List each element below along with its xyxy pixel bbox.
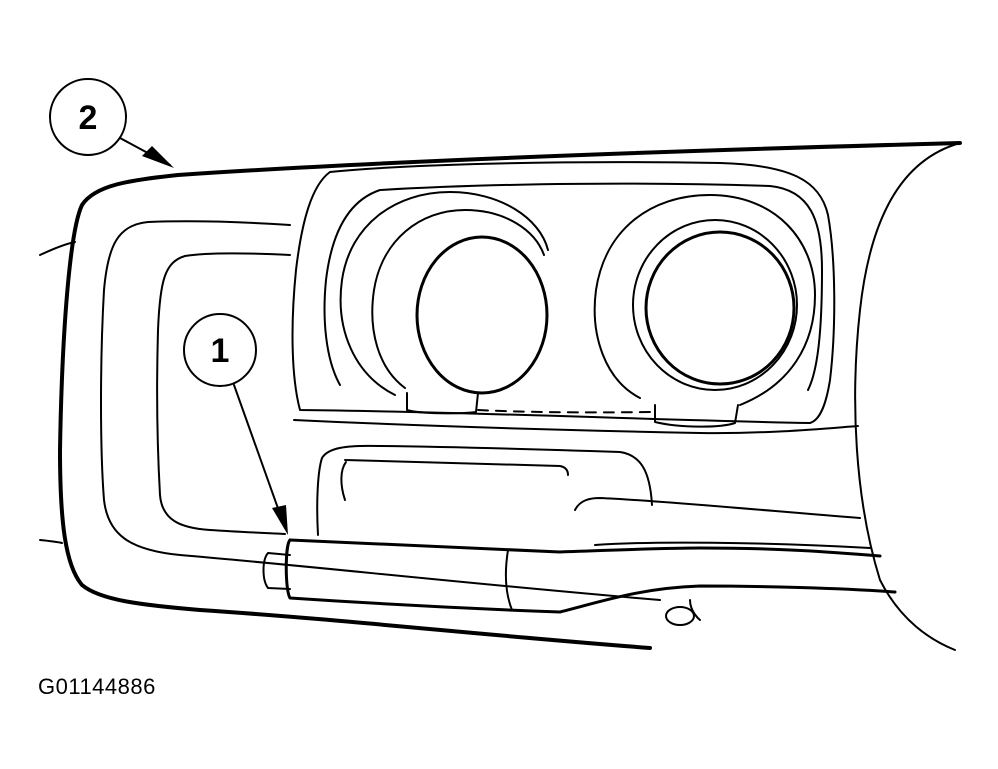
parking-brake-handle bbox=[262, 538, 897, 626]
callout-1-label: 1 bbox=[211, 332, 230, 370]
left-vent bbox=[339, 191, 549, 415]
callout-1-arrowhead bbox=[272, 505, 288, 535]
lower-compartment bbox=[316, 444, 861, 536]
callout-2-label: 2 bbox=[79, 99, 98, 137]
callout-1: 1 bbox=[183, 313, 288, 535]
vent-housing bbox=[291, 161, 859, 435]
right-vent bbox=[477, 194, 816, 428]
figure-id-label: G01144886 bbox=[38, 674, 156, 699]
console-panel bbox=[39, 141, 962, 651]
callout-2-arrowhead bbox=[142, 146, 174, 168]
callout-2: 2 bbox=[49, 78, 174, 168]
